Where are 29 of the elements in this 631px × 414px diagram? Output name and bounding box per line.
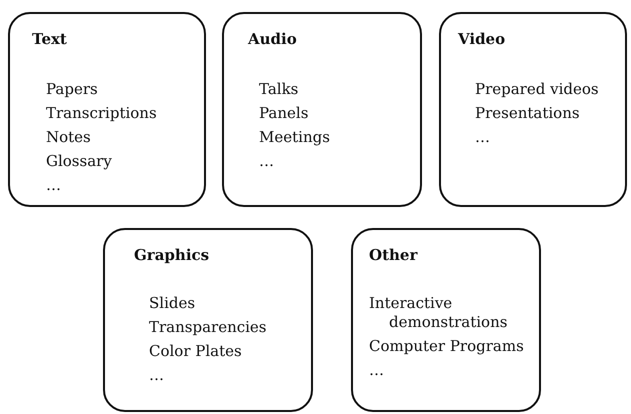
list-item: Interactive demonstrations bbox=[369, 294, 508, 332]
category-box bbox=[439, 12, 627, 207]
list-item: Glossary bbox=[46, 152, 112, 171]
category-box bbox=[103, 228, 313, 412]
list-item: Talks bbox=[259, 80, 298, 99]
category-box bbox=[222, 12, 422, 207]
list-item: Prepared videos bbox=[475, 80, 599, 99]
category-heading: Graphics bbox=[134, 246, 210, 264]
list-item: … bbox=[475, 128, 490, 147]
list-item: … bbox=[149, 366, 164, 385]
category-heading: Audio bbox=[248, 30, 297, 48]
category-heading: Other bbox=[369, 246, 418, 264]
category-heading: Text bbox=[32, 30, 67, 48]
list-item: Papers bbox=[46, 80, 98, 99]
list-item: Color Plates bbox=[149, 342, 242, 361]
category-box bbox=[351, 228, 541, 412]
list-item: … bbox=[259, 152, 274, 171]
list-item: Notes bbox=[46, 128, 91, 147]
category-box bbox=[8, 12, 206, 207]
list-item: … bbox=[369, 361, 385, 380]
list-item: Meetings bbox=[259, 128, 330, 147]
list-item: Presentations bbox=[475, 104, 580, 123]
category-heading: Video bbox=[458, 30, 506, 48]
list-item: Transcriptions bbox=[46, 104, 157, 123]
list-item: … bbox=[46, 176, 61, 195]
list-item: Slides bbox=[149, 294, 196, 313]
list-item: Computer Programs bbox=[369, 337, 524, 356]
list-item: Transparencies bbox=[149, 318, 267, 337]
list-item: Panels bbox=[259, 104, 308, 123]
